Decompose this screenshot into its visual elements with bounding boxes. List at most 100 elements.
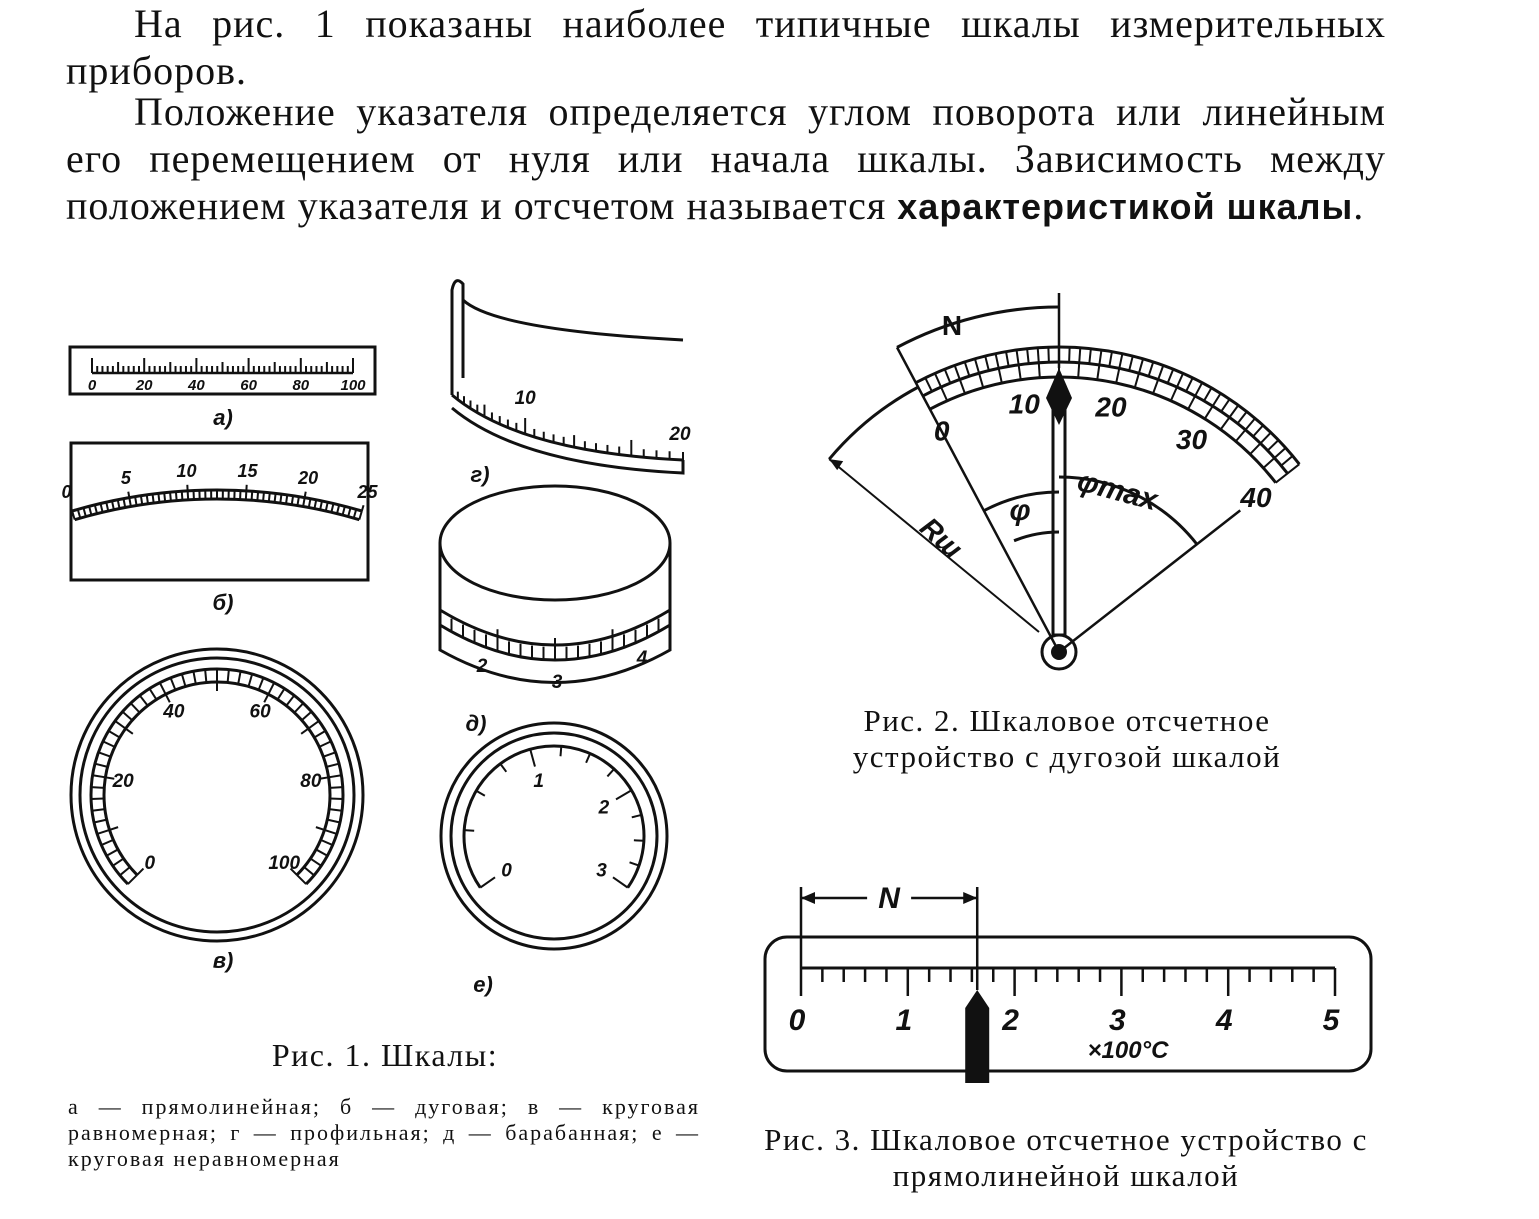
fig3-tick-label: 5 [1323, 1004, 1341, 1037]
scale-a-frame [68, 345, 377, 396]
fig3-caption: Рис. 3. Шкаловое отсчетное устройство с … [764, 1122, 1368, 1193]
scale-b-tick [256, 491, 260, 501]
fig2-tick [1275, 463, 1300, 484]
fig2-tick [1147, 361, 1155, 377]
scale-e-tick [631, 813, 642, 819]
fig2-tick [934, 372, 949, 402]
scale-b-tick-label: 25 [357, 482, 379, 502]
scale-b-tick [116, 499, 121, 509]
scale-b-tick [279, 493, 283, 504]
scale-v-tick [315, 848, 328, 857]
fig3-tick-label: 2 [1001, 1004, 1019, 1037]
scale-b-tick [313, 499, 318, 509]
fig2-symbol-phimax: φmax [1074, 464, 1162, 517]
scale-e-tick [615, 789, 633, 801]
scale-v-tick-label: 40 [162, 701, 185, 722]
scale-v-major-tick [136, 867, 145, 876]
scale-v-tick [119, 866, 131, 877]
scale-v-tick [96, 828, 110, 835]
fig2-arc-scale-device: 010203040RшNφφmax [828, 293, 1301, 671]
fig2-tick [1077, 347, 1082, 378]
scale-v-major-tick [263, 693, 270, 703]
fig2-tick [924, 377, 933, 392]
scale-b-tick [139, 495, 144, 505]
label-b: б) [213, 590, 234, 615]
scale-v-tick [276, 688, 286, 701]
scale-v-tick [320, 838, 334, 846]
scale-v-tick-label: 60 [250, 701, 272, 722]
scale-v-tick [158, 682, 167, 695]
scale-v-major-tick [109, 826, 119, 831]
fig2-tick [1005, 351, 1010, 367]
fig2-caption: Рис. 2. Шкаловое отсчетное устройство с … [852, 703, 1282, 774]
fig2-tick-label: 40 [1239, 482, 1272, 513]
scale-b-tick [285, 494, 289, 504]
scale-a-tick-label: 80 [292, 377, 309, 394]
scale-v-major-tick [105, 776, 115, 780]
scale-v-major-tick [300, 727, 310, 735]
scale-b-tick-label: 20 [297, 468, 318, 488]
fig2-pointer-shaft [1051, 398, 1067, 637]
scale-v-tick [92, 774, 106, 779]
scale-v-tick [112, 857, 125, 867]
fig2-tick [1088, 348, 1092, 364]
scale-e-tick-label: 2 [598, 798, 610, 819]
fig2-radius-end [1058, 509, 1242, 653]
fig2-tick [984, 355, 990, 371]
scale-v-tick [108, 730, 121, 739]
fig2-tick [1203, 392, 1222, 420]
scale-b-tick [290, 495, 295, 505]
scale-b-tick [352, 509, 358, 519]
label-v: в) [213, 948, 234, 973]
label-g: г) [470, 462, 489, 487]
scale-v-tick [328, 808, 343, 812]
fig2-tick [953, 365, 966, 394]
fig2-tick [1026, 348, 1030, 364]
scale-b-major-tick [127, 491, 131, 498]
fig1-legend: а — прямолинейная; б — дуговая; в — круг… [68, 1094, 700, 1171]
fig2-tick [1187, 382, 1204, 410]
scale-e-tick [529, 748, 536, 767]
fig2-tick [1068, 347, 1071, 363]
scale-v-tick [303, 866, 315, 877]
fig2-r-dimension [828, 458, 1040, 633]
scale-b-tick [122, 498, 127, 508]
fig2-tick [994, 353, 1003, 384]
scale-b-tick [324, 501, 329, 512]
scale-e-tick-label: 1 [533, 771, 544, 792]
scale-v-tick [257, 677, 265, 691]
scale-b-major-tick [303, 491, 307, 498]
scale-e-tick [633, 839, 644, 842]
fig2-r-arrow [829, 459, 844, 471]
scale-a-tick-label: 100 [340, 377, 366, 394]
scale-v-major-tick [289, 867, 298, 876]
scale-b-tick-label: 10 [176, 461, 196, 481]
scale-b-tick [111, 500, 115, 510]
scale-v-inner-ring [78, 656, 356, 934]
scale-v-tick [148, 688, 158, 701]
fig2-tick [1015, 349, 1022, 380]
fig3-symbol-n: N [878, 882, 901, 915]
fig2-tick [1249, 431, 1272, 455]
fig2-phimax-arc [1058, 475, 1199, 546]
scale-v-tick-label: 20 [112, 771, 135, 792]
label-d: д) [466, 711, 487, 736]
fig3-n-gap [867, 880, 912, 910]
fig2-tick [1169, 372, 1184, 402]
fig2-tick [1185, 377, 1194, 392]
scale-v-major-tick [124, 727, 134, 735]
scale-v-tick [102, 740, 116, 748]
scale-v-tick [237, 671, 242, 685]
scale-v-tick [93, 818, 107, 824]
scale-b-tick [163, 492, 167, 502]
fig3-tick-label: 1 [895, 1004, 912, 1037]
fig3-pointer [965, 990, 990, 1083]
scale-v-tick [326, 762, 340, 768]
fig2-symbol-r: Rш [914, 511, 968, 564]
paragraph-2: Положение указателя определяется углом п… [66, 88, 1386, 230]
scale-v-tick [91, 786, 105, 789]
